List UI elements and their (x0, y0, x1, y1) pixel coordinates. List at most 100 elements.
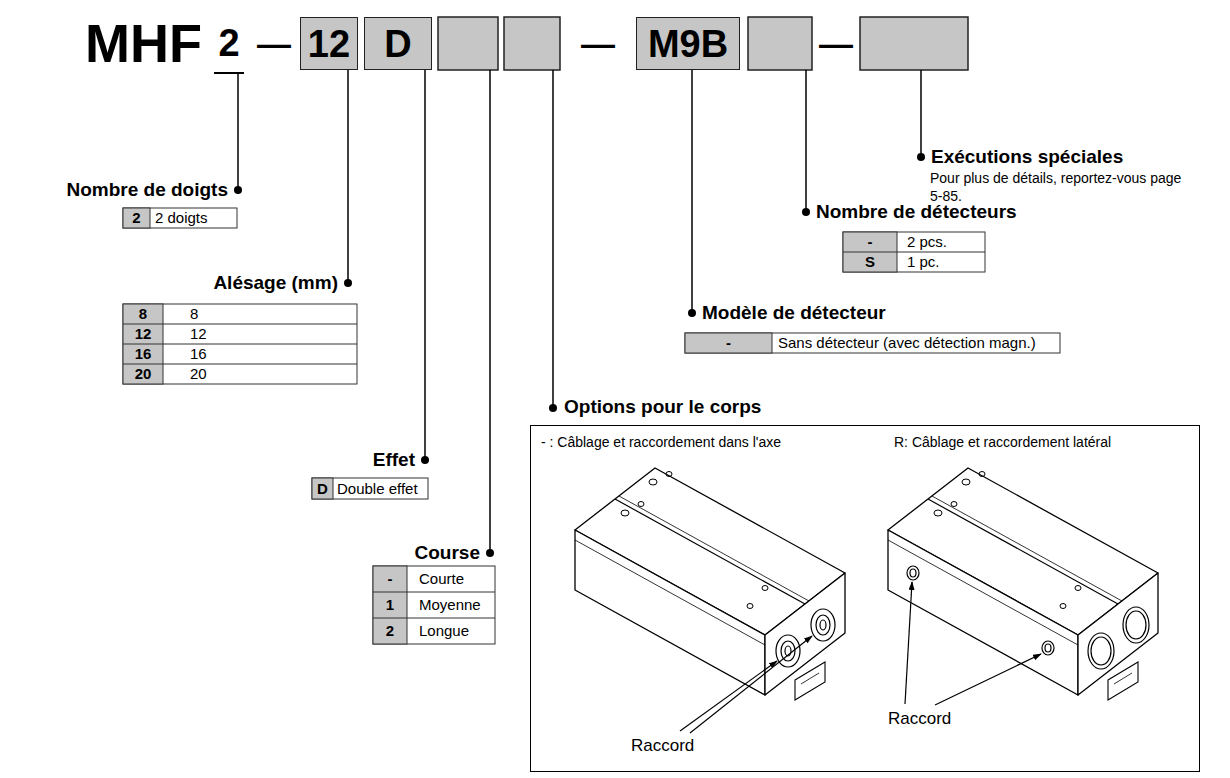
table-key-cell (312, 478, 333, 499)
leader-line (489, 70, 491, 553)
table-rule (123, 364, 357, 365)
port-fitting (811, 609, 835, 641)
table-frame (312, 478, 428, 499)
code-box: D (364, 17, 432, 70)
table-key-cell (123, 208, 150, 228)
code-box: 12 (300, 17, 358, 70)
section-heading: Course (360, 542, 480, 564)
table-key: 2 (373, 618, 407, 644)
table-key: S (843, 252, 897, 272)
section-heading: Options pour le corps (564, 396, 761, 418)
port-fitting (820, 620, 826, 630)
option-caption: - : Câblage et raccordement dans l'axe (541, 434, 781, 450)
section-heading: Effet (300, 449, 415, 471)
leader-line (805, 70, 807, 212)
table-key: 2 (123, 208, 150, 228)
table-frame (685, 333, 1060, 353)
table-value: Moyenne (407, 592, 495, 618)
leader-dot (421, 456, 429, 464)
table-key: D (312, 478, 333, 499)
table-rule (373, 618, 495, 619)
option-caption: R: Câblage et raccordement latéral (894, 434, 1111, 450)
port-pointers (680, 582, 1041, 733)
leader-line (920, 70, 922, 157)
table-key: 20 (123, 364, 163, 384)
section-heading: Alésage (mm) (130, 272, 338, 294)
leader-line (691, 70, 693, 313)
table-rule (843, 252, 985, 253)
code-digit: 2 (212, 17, 246, 70)
table-key: - (373, 566, 407, 592)
table-value: 8 (163, 304, 357, 324)
table-frame (123, 304, 357, 384)
table-frame (373, 566, 495, 644)
code-box (504, 17, 560, 70)
port-hole (1126, 611, 1146, 639)
part-label: Raccord (888, 709, 951, 729)
table-value: 20 (163, 364, 357, 384)
code-box (860, 17, 968, 70)
leader-dot (234, 186, 242, 194)
port-fitting (816, 615, 830, 635)
port-hole (1123, 607, 1149, 643)
table-value: Double effet (333, 478, 428, 499)
port-hole (1088, 633, 1114, 669)
code-box (748, 17, 812, 70)
code-text: 12 (308, 25, 350, 63)
port-hole (910, 569, 916, 577)
code-text: D (384, 25, 411, 63)
model-code: MHF (85, 12, 217, 74)
section-heading: Exécutions spéciales (931, 146, 1201, 168)
table-value: Courte (407, 566, 495, 592)
leader-line (424, 70, 426, 460)
pointer-line (690, 636, 812, 733)
pointer-line (680, 661, 777, 731)
leader-dot (486, 549, 494, 557)
leader-line (237, 73, 239, 190)
leader-dot (917, 153, 925, 161)
section-heading: Nombre de doigts (20, 179, 228, 201)
underline (214, 72, 244, 74)
code-separator: — (252, 17, 296, 70)
table-frame (843, 232, 985, 272)
code-text: M9B (648, 25, 728, 63)
table-value: Longue (407, 618, 495, 644)
port-hole (1091, 637, 1111, 665)
table-value: 16 (163, 344, 357, 364)
port-hole (907, 566, 919, 580)
table-value: 1 pc. (897, 252, 985, 272)
pointer-line (935, 654, 1041, 705)
option-panel: Options pour le corps- : Câblage et racc… (530, 425, 1200, 772)
table-value: Sans détecteur (avec détection magn.) (772, 333, 1060, 353)
leader-dot (688, 309, 696, 317)
leader-dot (344, 279, 352, 287)
leader-dot (802, 208, 810, 216)
table-key: 16 (123, 344, 163, 364)
table-rule (373, 592, 495, 593)
code-separator: — (814, 17, 858, 70)
part-label: Raccord (631, 736, 694, 756)
section-heading: Modèle de détecteur (702, 302, 942, 324)
table-value: 12 (163, 324, 357, 344)
leader-line (347, 70, 349, 283)
table-key: 1 (373, 592, 407, 618)
code-box: M9B (636, 17, 740, 70)
port-hole (1042, 641, 1054, 655)
gripper-illustration (575, 468, 845, 700)
table-key-cell (685, 333, 772, 353)
gripper-illustration (888, 468, 1158, 700)
table-key: 12 (123, 324, 163, 344)
section-heading: Nombre de détecteurs (816, 201, 1056, 223)
table-value: 2 doigts (150, 208, 237, 228)
side-ports (907, 566, 1149, 669)
table-key: - (685, 333, 772, 353)
code-separator: — (570, 17, 626, 70)
table-rule (123, 344, 357, 345)
table-rule (123, 324, 357, 325)
table-key: - (843, 232, 897, 252)
table-key: 8 (123, 304, 163, 324)
leader-dot (549, 404, 557, 412)
